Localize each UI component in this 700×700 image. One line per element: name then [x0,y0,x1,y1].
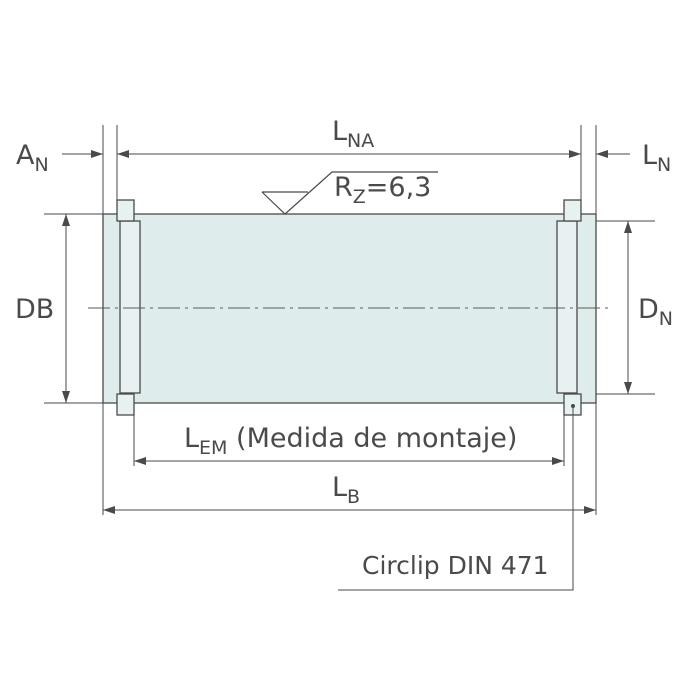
roughness-symbol [261,171,438,215]
left-groove [119,220,141,394]
label-l-n: LN [642,140,671,176]
label-rz: RZ=6,3 [334,172,431,208]
circlip-left-top [116,199,135,222]
extension-lines [44,125,655,515]
label-l-em: LEM (Medida de montaje) [184,423,517,459]
label-circlip: Circlip DIN 471 [362,551,549,580]
circlip-leader-dot [571,404,575,408]
label-a-n: AN [16,140,49,176]
label-l-b: LB [332,472,360,508]
circlip-leader [338,406,574,591]
label-db: DB [15,294,54,325]
right-groove [556,220,578,394]
arrowheads [62,150,632,514]
label-d-n: DN [638,294,673,330]
circlip-left-bottom [116,393,135,416]
label-l-na: LNA [332,116,374,152]
dimension-lines [62,153,630,511]
circlip-right-top [563,199,582,222]
